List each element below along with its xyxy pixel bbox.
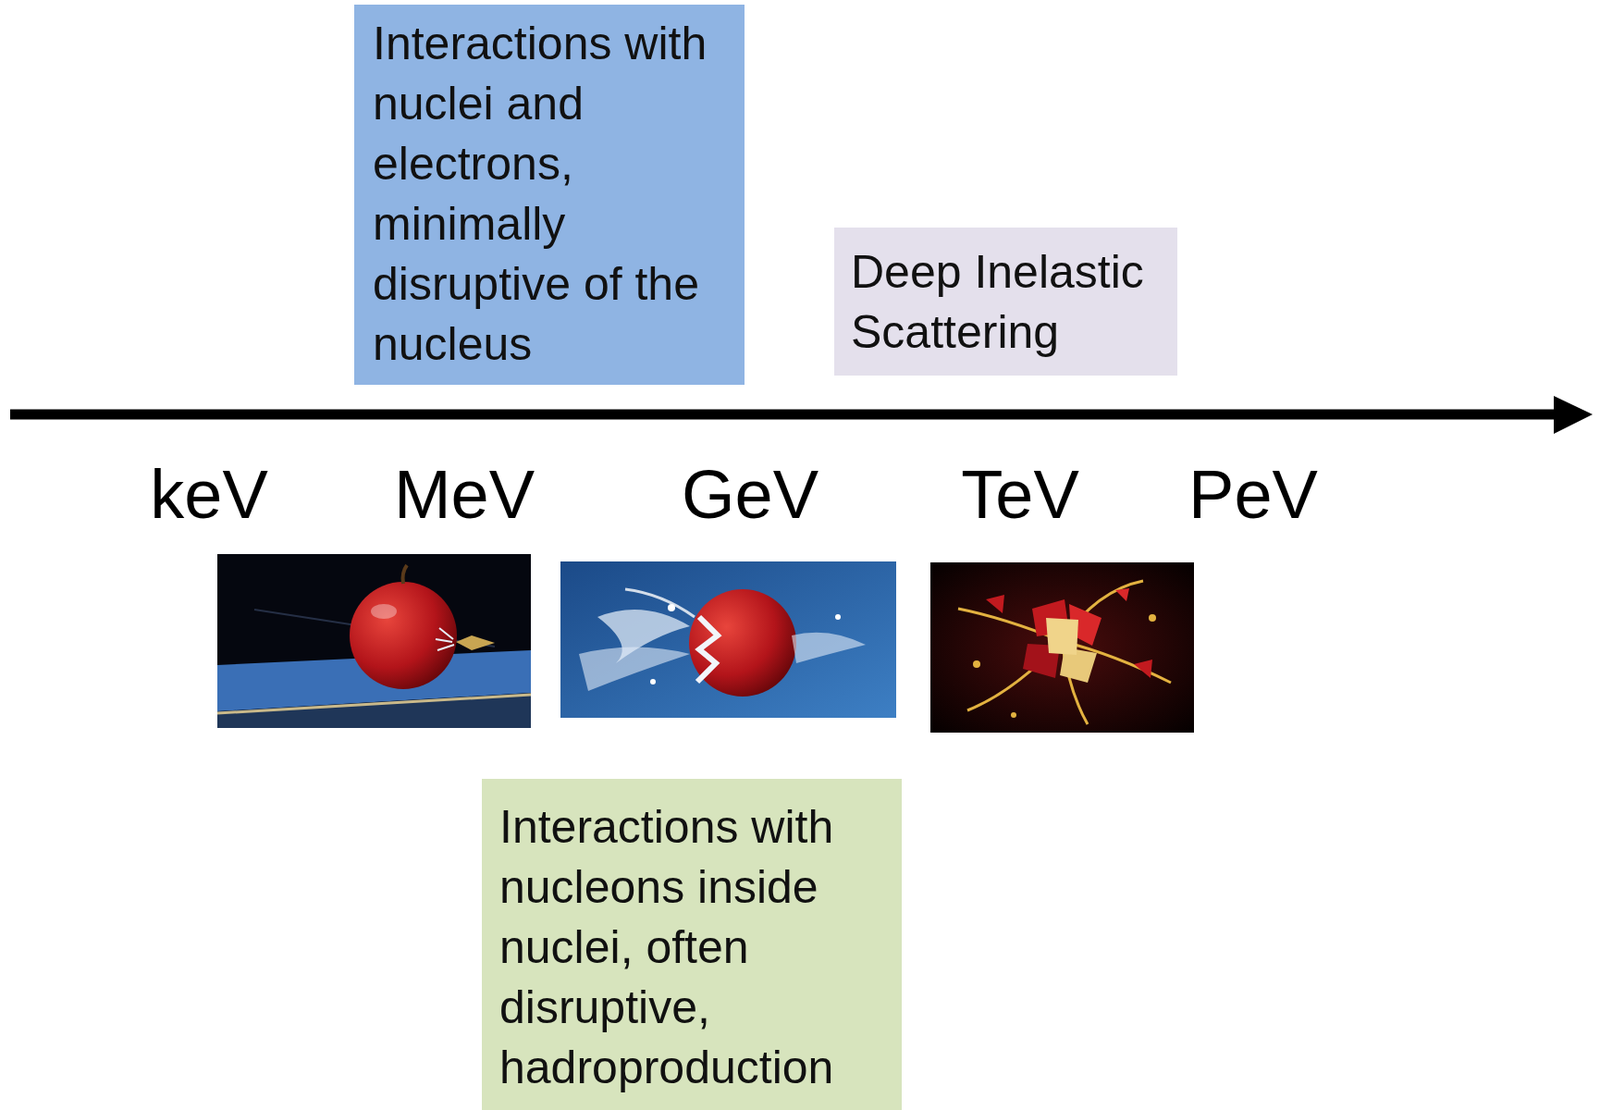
box-text: Interactions with nuclei and electrons, … [372, 13, 727, 375]
axis-arrowhead [1553, 395, 1593, 434]
energy-unit-label: GeV [681, 457, 819, 532]
process-box: Deep Inelastic Scattering [834, 227, 1178, 376]
energy-unit-label: PeV [1188, 457, 1318, 532]
energy-unit-label: MeV [393, 457, 535, 532]
process-box: Interactions with nuclei and electrons, … [354, 4, 745, 385]
apple-bullet-photo [217, 553, 531, 728]
energy-unit-label: keV [149, 457, 269, 532]
box-text: Interactions with nucleons inside nuclei… [499, 797, 885, 1098]
box-text: Deep Inelastic Scattering [850, 242, 1161, 363]
axis-line [10, 409, 1564, 420]
energy-unit-label: TeV [960, 457, 1080, 532]
process-box: Interactions with nucleons inside nuclei… [481, 778, 902, 1110]
apple-shattered-photo [930, 562, 1194, 733]
energy-axis [10, 395, 1593, 434]
apple-burst-photo [560, 561, 897, 718]
